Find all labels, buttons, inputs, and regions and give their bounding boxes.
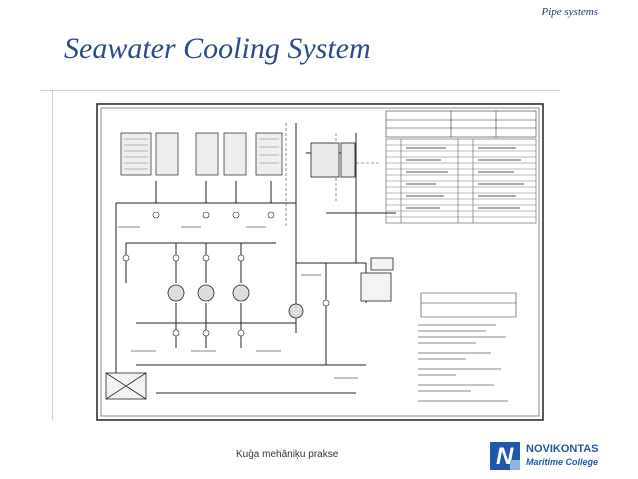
section-label: Pipe systems	[541, 6, 598, 18]
sea-chest	[105, 372, 147, 400]
central-cooler	[310, 142, 356, 178]
legend-text-marks	[406, 147, 524, 209]
footer-course-label: Kuģa mehāniķu prakse	[236, 449, 339, 460]
cooler-hatching	[124, 138, 279, 170]
seawater-pumps	[167, 284, 304, 319]
title-block	[385, 110, 537, 138]
main-pipelines	[115, 123, 396, 394]
tanks	[360, 257, 394, 302]
drawing-inner-frame	[100, 107, 540, 417]
legend-rows	[386, 144, 536, 218]
valves	[122, 211, 330, 337]
logo-name: NOVIKONTAS	[526, 443, 599, 455]
section-detail	[420, 292, 517, 318]
piping-diagram	[96, 103, 544, 421]
left-divider	[52, 90, 53, 420]
top-divider	[40, 90, 560, 91]
slide-title: Seawater Cooling System	[64, 32, 371, 65]
logo-mark-icon: N	[490, 442, 520, 470]
pipe-label-marks	[118, 226, 358, 379]
college-logo: N NOVIKONTAS Maritime College	[490, 440, 610, 474]
notes-text-marks	[418, 324, 508, 402]
logo-subtitle: Maritime College	[526, 457, 599, 467]
cooler-units	[120, 132, 283, 176]
